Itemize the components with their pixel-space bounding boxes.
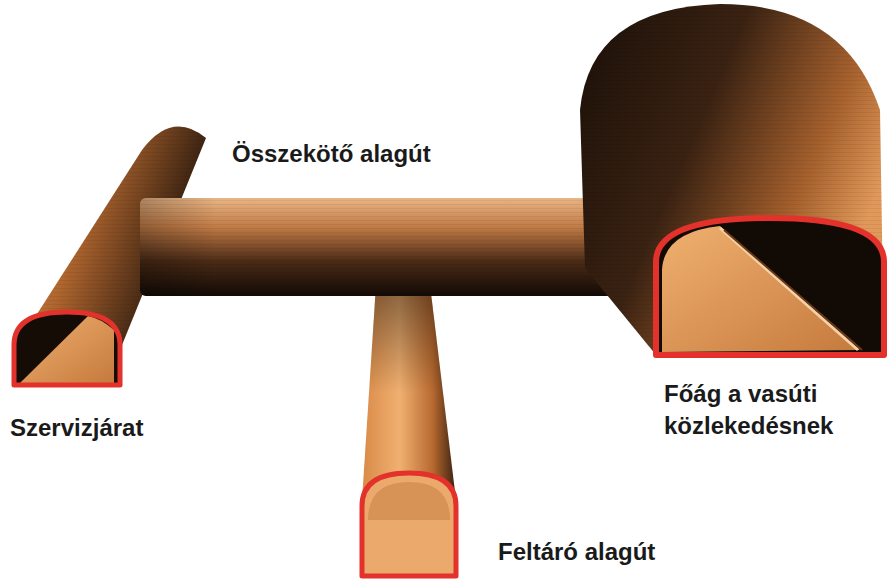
exploratory-tunnel xyxy=(362,285,456,576)
tunnel-label: Feltáró alagút xyxy=(498,536,655,568)
connecting-tunnel xyxy=(140,198,645,296)
tunnel-label: Összekötő alagút xyxy=(232,138,431,170)
main-tunnel xyxy=(580,4,884,355)
tunnel-label: Szervizjárat xyxy=(10,412,143,444)
tunnel-label: Főág a vasúti közlekedésnek xyxy=(664,378,882,443)
